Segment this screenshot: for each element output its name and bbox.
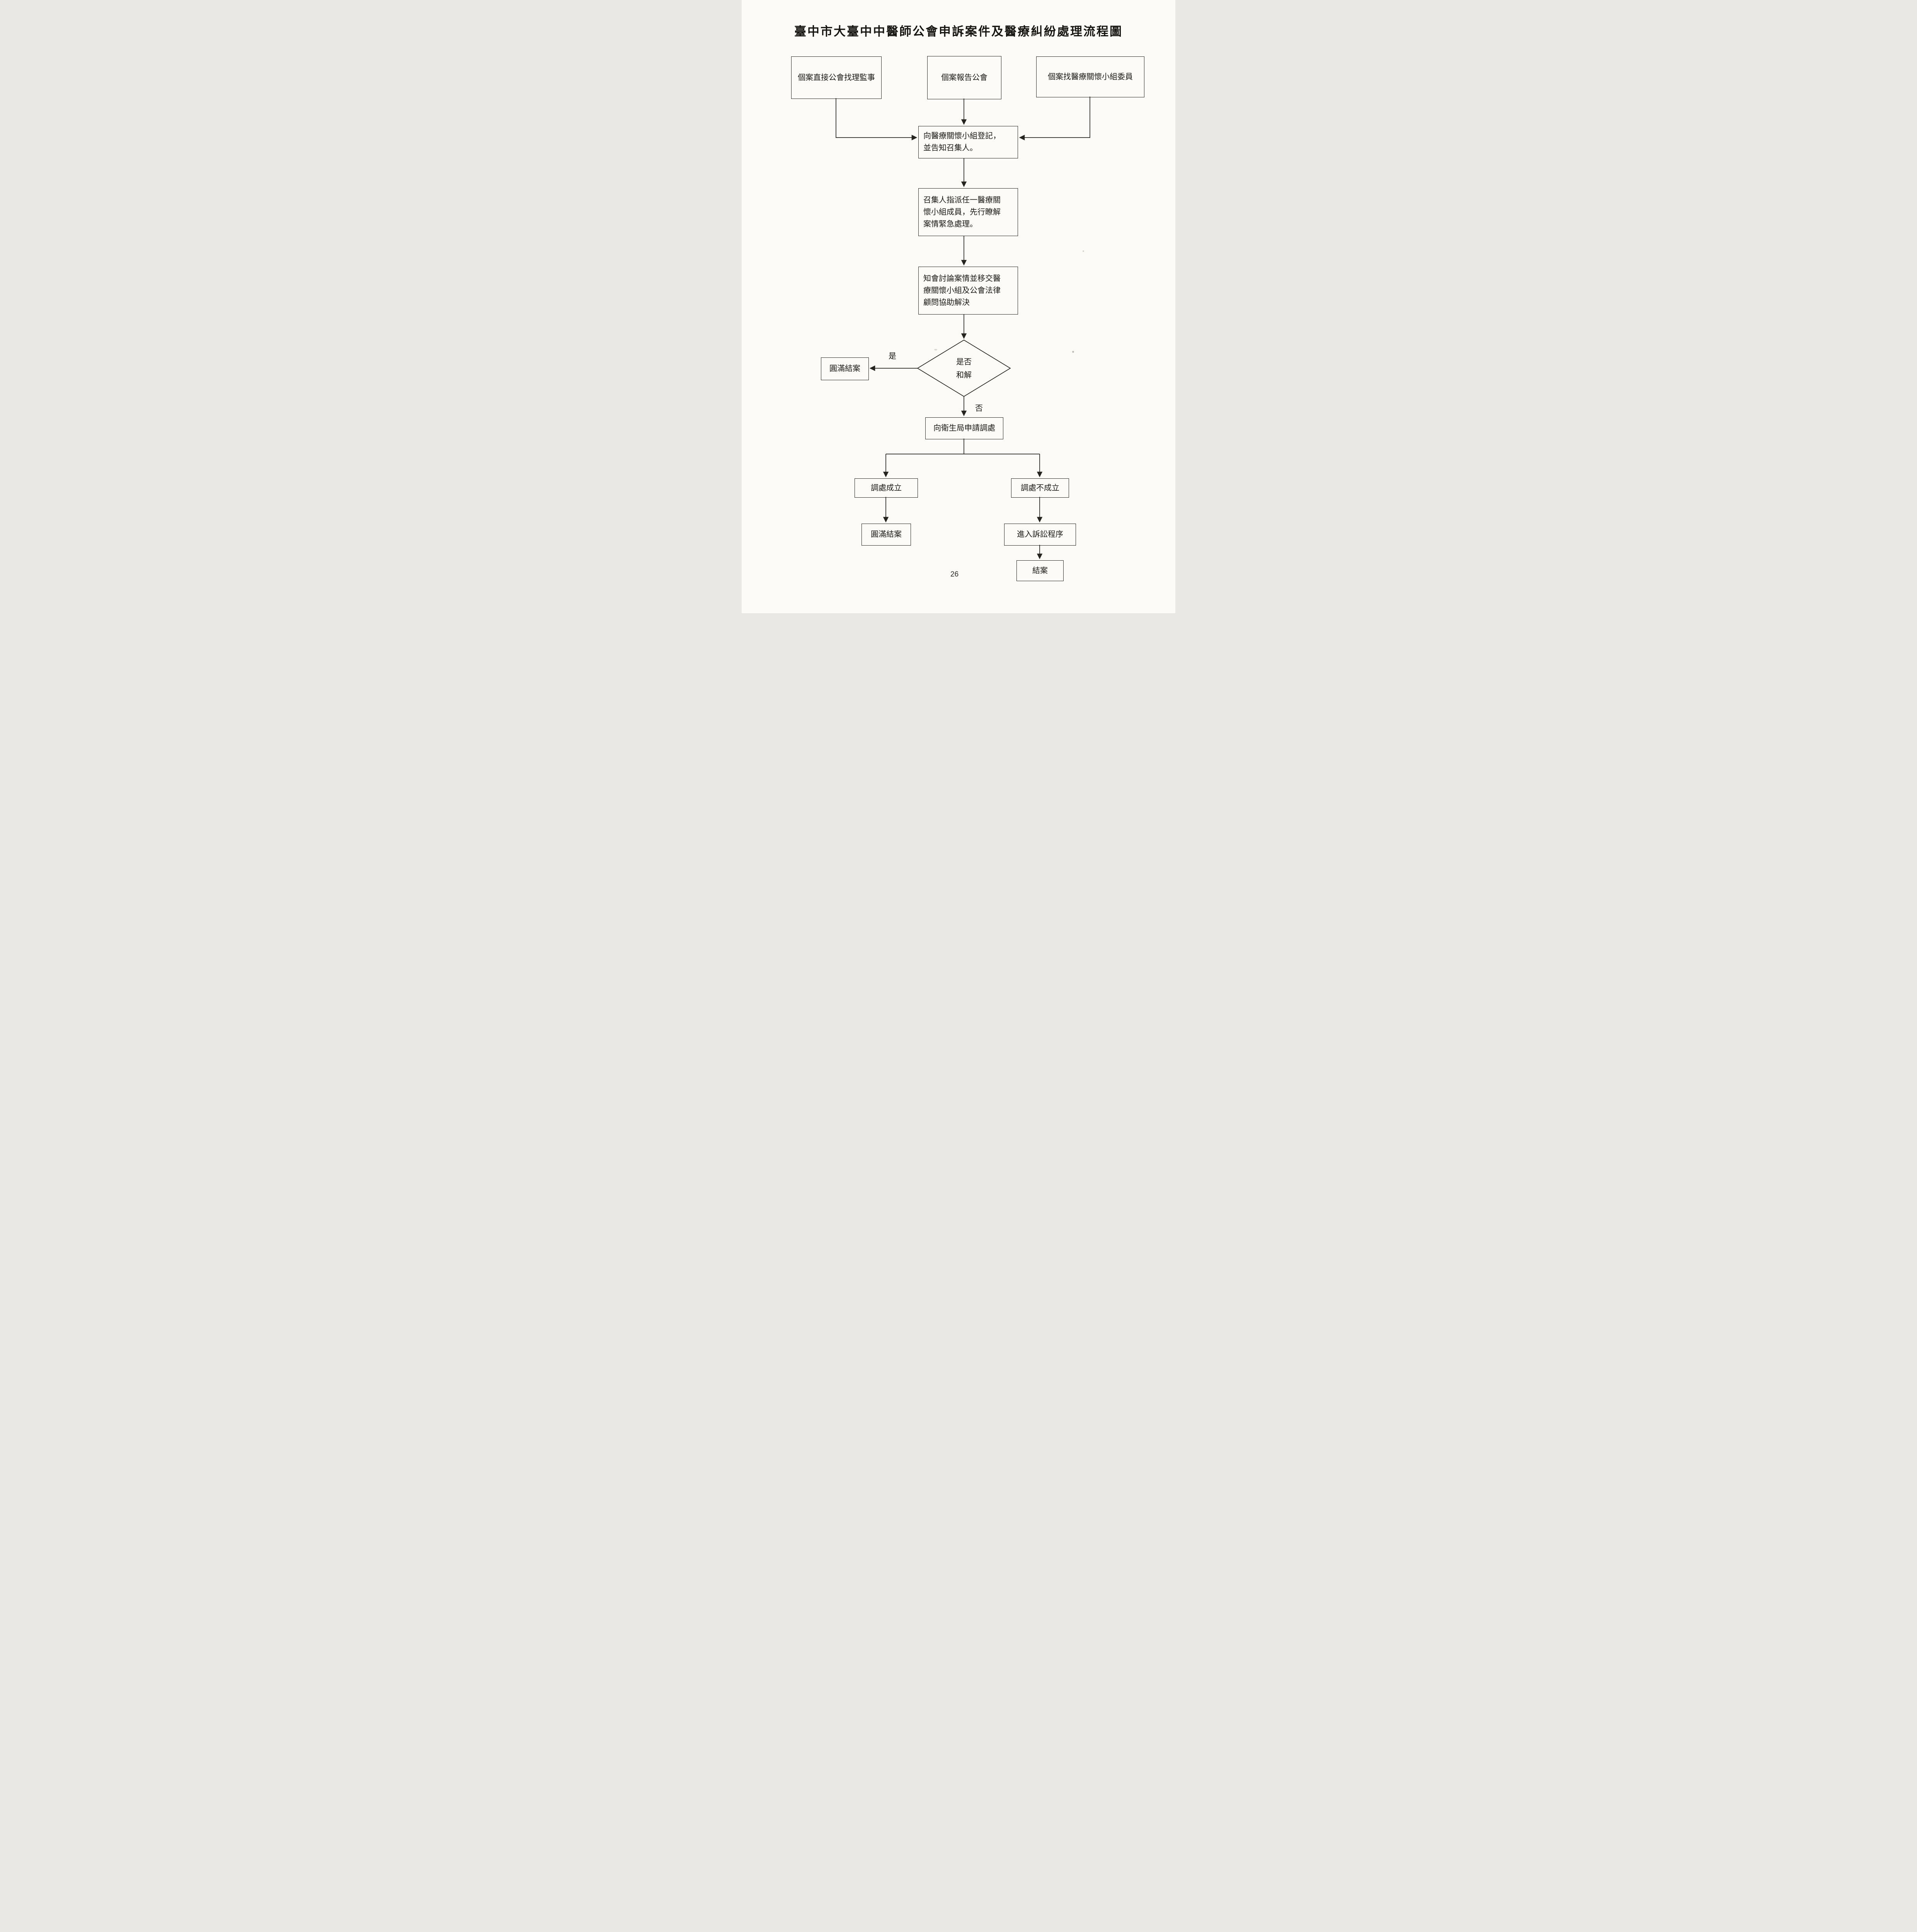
- node-notify: 知會討論案情並移交醫 療關懷小組及公會法律 顧問協助解決: [918, 267, 1018, 315]
- node-assign: 召集人指派任一醫療關 懷小組成員，先行瞭解 案情緊急處理。: [918, 188, 1018, 236]
- edge-apply-split-tee: [886, 439, 1040, 454]
- node-source-right: 個案找醫療關懷小組委員: [1036, 56, 1144, 97]
- edge-label-no: 否: [975, 404, 983, 413]
- scan-speckle: [1072, 351, 1074, 353]
- edge-source-right-to-register: [1019, 97, 1090, 141]
- node-register: 向醫療關懷小組登記， 並告知召集人。: [918, 126, 1018, 158]
- node-apply-mediation: 向衛生局申請調處: [925, 417, 1003, 439]
- edge-source-left-to-register: [836, 98, 918, 141]
- node-source-middle: 個案報告公會: [927, 56, 1001, 99]
- node-case-end: 結案: [1016, 560, 1064, 581]
- node-source-left: 個案直接公會找理監事: [791, 56, 882, 99]
- flowchart-title: 臺中市大臺中中醫師公會申訴案件及醫療糾紛處理流程圖: [794, 25, 1123, 38]
- node-mediation-success: 調處成立: [855, 478, 918, 498]
- node-mediation-fail: 調處不成立: [1011, 478, 1069, 498]
- node-closed-bottom: 圓滿結案: [861, 524, 911, 546]
- node-closed-left: 圓滿結案: [821, 357, 869, 380]
- page-number: 26: [950, 570, 959, 578]
- scan-speckle: [934, 349, 937, 350]
- scan-speckle: [1083, 250, 1084, 252]
- node-decision-label: 是否 和解: [956, 358, 972, 379]
- scanned-page: 臺中市大臺中中醫師公會申訴案件及醫療糾紛處理流程圖 個案直接公會找理監事: [742, 0, 1175, 613]
- edge-label-yes: 是: [889, 352, 896, 361]
- node-lawsuit: 進入訴訟程序: [1004, 524, 1076, 546]
